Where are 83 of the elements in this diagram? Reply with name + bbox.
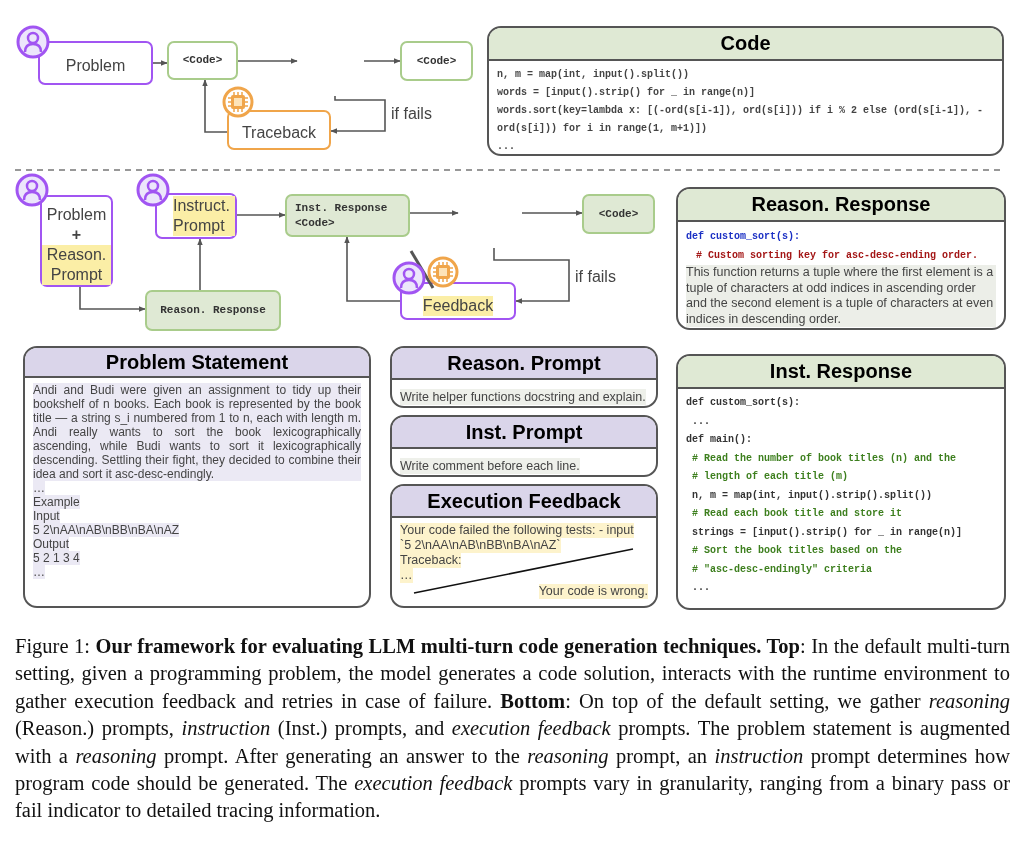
arrow	[79, 286, 146, 312]
arrow	[330, 95, 386, 134]
node-label: Reason. Prompt	[42, 245, 111, 285]
panel-title: Code	[489, 28, 1002, 61]
node-label: <Code>	[295, 215, 335, 231]
text-panel	[390, 346, 658, 408]
arrow	[202, 79, 228, 133]
process-box	[285, 194, 410, 237]
code-comment: # length of each title (m)	[692, 470, 850, 484]
body-text: …	[33, 565, 45, 579]
process-box	[145, 290, 281, 331]
code-line: n, m = map(int, input().split())	[497, 68, 691, 82]
process-box	[155, 193, 237, 239]
body-text: Andi and Budi were given an assignment to tidy up their bookshelf of n books. Each book is represented by the book title — a string s_i numbered from 1 to n, each with length m. Andi really wants to sort the book lexicographically ascending, while Budi wants to sort it lexicographically descending. Settling their fight, they decided to combine their idea and sort it asc-desc-endingly.	[33, 383, 361, 481]
process-box	[167, 41, 238, 80]
node-label: Traceback	[241, 123, 317, 143]
arrow	[363, 58, 401, 64]
figure-caption: Figure 1: Our framework for evaluating LLM multi-turn code generation techniques. Top: In the default multi-turn setting, given a programming problem, the model generates a code solution, interacts with the runtime environment to gather execution feedback and retries in case of failure. Bottom: On top of the default setting, we gather reasoning (Reason.) prompts, instruction (Inst.) prompts, and execution feedback prompts. The problem statement is augmented with a reasoning prompt. After generating an answer to the reasoning prompt, an instruction prompt determines how program code should be generated. The execution feedback prompts vary in granularity, ranging from a binary pass or fail indicator to detailed tracing information.	[15, 634, 1010, 824]
code-comment: # Read each book title and store it	[692, 507, 904, 521]
process-box	[400, 41, 473, 81]
code-comment: # Custom sorting key for asc-desc-ending order.	[696, 249, 980, 263]
node-label: Problem	[46, 205, 107, 225]
code-line: words.sort(key=lambda x: [(-ord(s[i-1]), ord(s[i])) if i % 2 else (ord(s[i-1]), -ord(s[i])) for i in range(1, m+1)])	[497, 104, 985, 136]
text-panel	[676, 187, 1006, 330]
body-text: …	[400, 568, 413, 583]
code-line: def custom_sort(s):	[686, 230, 802, 244]
code-line: ...	[692, 414, 711, 429]
text-panel	[23, 346, 371, 608]
arrow	[493, 247, 570, 304]
body-text: Input	[33, 509, 60, 523]
body-text: Your code failed the following tests: - input	[400, 523, 634, 538]
body-text: 5 2\nAA\nAB\nBB\nBA\nAZ	[33, 523, 180, 537]
arrow	[152, 60, 168, 66]
body-text: `5 2\nAA\nAB\nBB\nBA\nAZ`	[400, 538, 561, 553]
body-text: Write comment before each line.	[400, 458, 580, 474]
arrow	[521, 210, 583, 216]
arrow	[236, 212, 286, 218]
text-panel	[390, 484, 658, 608]
process-box	[400, 282, 516, 320]
code-comment: # Read the number of book titles (n) and the	[692, 451, 958, 466]
code-line: n, m = map(int, input().strip().split())	[692, 488, 934, 503]
process-box	[227, 110, 331, 150]
process-box	[40, 195, 113, 287]
panel-title: Problem Statement	[25, 348, 369, 378]
node-label: Instruct. Prompt	[173, 196, 235, 236]
code-comment: # "asc-desc-endingly" criteria	[692, 562, 874, 577]
text-panel	[390, 415, 658, 477]
code-line: def custom_sort(s):	[686, 396, 802, 410]
code-line: ...	[692, 581, 711, 595]
arrow	[197, 238, 203, 291]
code-comment: # Sort the book titles based on the	[692, 544, 904, 558]
arrow	[237, 58, 298, 64]
node-label: <Code>	[416, 53, 457, 69]
body-text: Output	[33, 537, 70, 551]
body-text: Traceback:	[400, 553, 462, 568]
arrow	[409, 210, 459, 216]
panel-title: Inst. Response	[678, 356, 1004, 389]
text-panel	[487, 26, 1004, 156]
node-label: Feedback	[422, 296, 494, 316]
body-text: Write helper functions docstring and explain.	[400, 389, 646, 405]
node-label: <Code>	[182, 53, 223, 68]
code-line: def main():	[686, 433, 753, 447]
node-label: Problem	[65, 56, 126, 76]
process-box	[582, 194, 655, 234]
body-text: …	[33, 481, 45, 495]
text-panel	[676, 354, 1006, 610]
node-label: Reason. Response	[160, 303, 266, 318]
body-text: This function returns a tuple where the first element is a tuple of characters at odd indices in ascending order and the second element is a tuple of characters at even indices in descending order.	[686, 265, 996, 327]
body-text: Your code is wrong.	[538, 584, 648, 599]
body-text: Example	[33, 495, 80, 509]
process-box	[38, 41, 153, 85]
code-line: words = [input().strip() for _ in range(n)]	[497, 86, 757, 100]
node-label: <Code>	[598, 206, 639, 222]
panel-title: Inst. Prompt	[392, 417, 656, 449]
node-label: +	[71, 225, 82, 245]
code-line: ...	[497, 140, 516, 154]
node-label: Inst. Response	[295, 200, 388, 216]
panel-title: Reason. Response	[678, 189, 1004, 222]
panel-title: Reason. Prompt	[392, 348, 656, 380]
code-line: strings = [input().strip() for _ in range(n)]	[692, 525, 964, 540]
arrow	[344, 236, 401, 302]
panel-title: Execution Feedback	[392, 486, 656, 518]
body-text: 5 2 1 3 4	[33, 551, 80, 565]
